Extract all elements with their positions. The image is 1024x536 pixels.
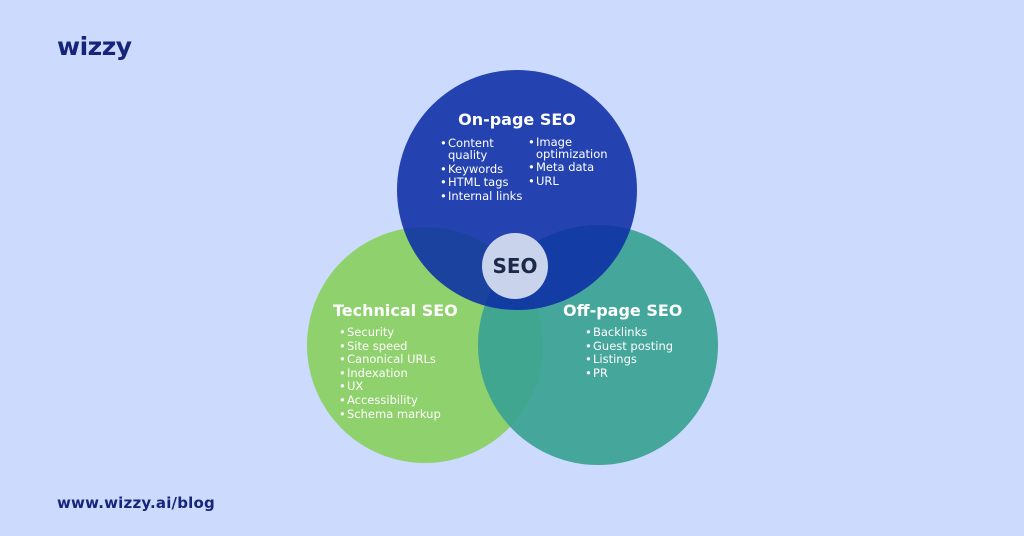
onpage-left-list: • Content quality • Keywords • HTML tags…: [440, 136, 522, 203]
list-bullet: •: [440, 189, 447, 203]
list-item: Backlinks: [593, 325, 647, 339]
list-bullet: •: [528, 160, 535, 174]
technical-seo-title: Technical SEO: [333, 301, 458, 320]
list-bullet: •: [339, 393, 346, 407]
list-bullet: •: [440, 136, 447, 150]
list-item: quality: [448, 148, 488, 162]
list-item: HTML tags: [448, 175, 509, 189]
list-item: Security: [347, 325, 394, 339]
list-bullet: •: [440, 175, 447, 189]
list-bullet: •: [585, 325, 592, 339]
list-bullet: •: [585, 339, 592, 353]
list-item: Content: [448, 136, 494, 150]
list-bullet: •: [528, 135, 535, 149]
list-item: Accessibility: [347, 393, 418, 407]
onpage-seo-title: On-page SEO: [458, 110, 576, 129]
seo-center-label: SEO: [492, 254, 537, 278]
list-bullet: •: [339, 366, 346, 380]
onpage-seo-circle: [397, 70, 637, 310]
list-bullet: •: [339, 379, 346, 393]
offpage-list: • Backlinks • Guest posting • Listings •…: [585, 325, 673, 380]
list-item: URL: [536, 174, 559, 188]
list-bullet: •: [585, 366, 592, 380]
seo-center-circle: [482, 233, 548, 299]
list-item: Schema markup: [347, 407, 441, 421]
list-item: Indexation: [347, 366, 408, 380]
list-item: optimization: [536, 147, 608, 161]
list-item: Guest posting: [593, 339, 673, 353]
list-item: PR: [593, 366, 608, 380]
list-item: Site speed: [347, 339, 407, 353]
list-item: Canonical URLs: [347, 352, 436, 366]
list-bullet: •: [585, 352, 592, 366]
list-bullet: •: [528, 174, 535, 188]
technical-list: • Security • Site speed • Canonical URLs…: [339, 325, 441, 421]
list-item: UX: [347, 379, 363, 393]
list-item: Image: [536, 135, 572, 149]
list-bullet: •: [339, 339, 346, 353]
list-bullet: •: [339, 407, 346, 421]
list-item: Keywords: [448, 162, 503, 176]
offpage-seo-title: Off-page SEO: [563, 301, 682, 320]
list-bullet: •: [440, 162, 447, 176]
list-item: Meta data: [536, 160, 594, 174]
list-bullet: •: [339, 325, 346, 339]
onpage-right-list: • Image optimization • Meta data • URL: [528, 135, 608, 188]
wizzy-logo[interactable]: wizzy: [57, 32, 132, 61]
list-item: Internal links: [448, 189, 522, 203]
blog-url-link[interactable]: www.wizzy.ai/blog: [57, 494, 215, 512]
list-item: Listings: [593, 352, 637, 366]
list-bullet: •: [339, 352, 346, 366]
